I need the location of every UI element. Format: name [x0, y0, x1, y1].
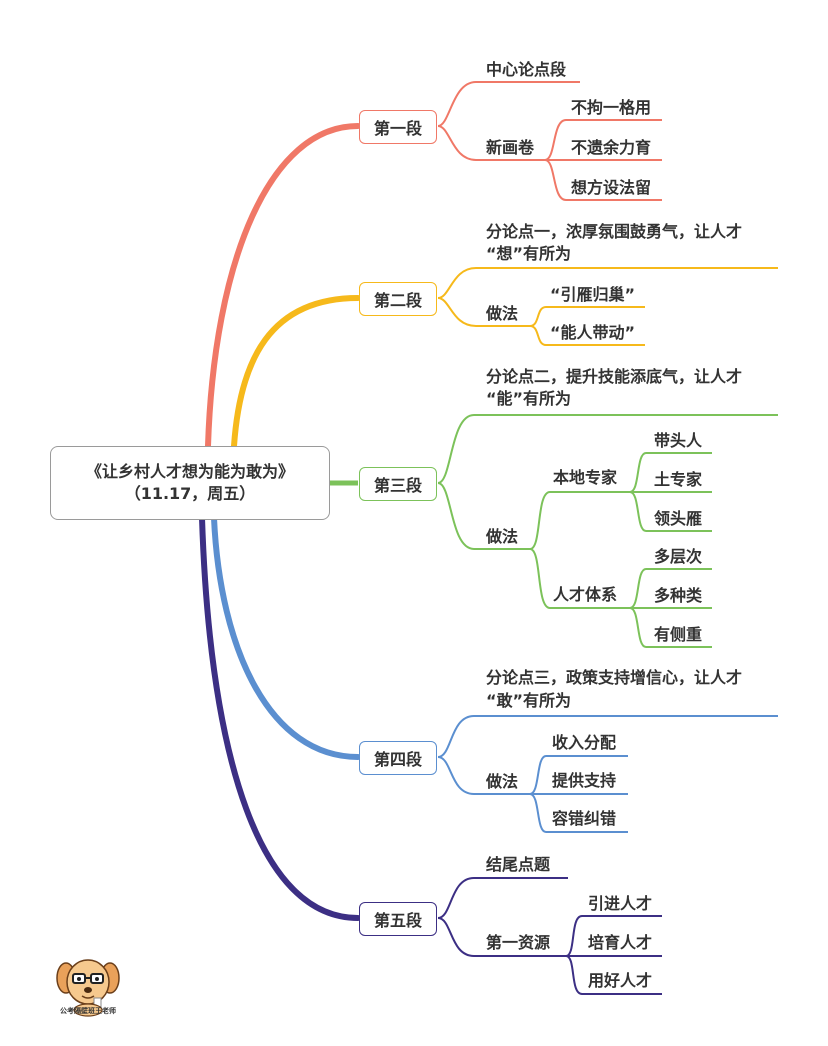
section-4-method[interactable]: 做法: [486, 772, 519, 791]
section-4-item[interactable]: 容错纠错: [552, 809, 617, 828]
section-3-item[interactable]: 有侧重: [654, 625, 703, 644]
section-2-item[interactable]: “能人带动”: [550, 323, 636, 342]
dog-mascot-logo-icon: [56, 959, 120, 1017]
root-subtitle: （11.17，周五）: [124, 484, 256, 503]
section-1-item[interactable]: 不遗余力育: [571, 138, 652, 157]
section-2-node[interactable]: 第二段: [359, 282, 437, 316]
trunk-5: [199, 515, 361, 921]
section-2-claim-line1[interactable]: 分论点一，浓厚氛围鼓勇气，让人才: [486, 222, 743, 241]
trunk-1: [205, 123, 361, 449]
section-2-claim-line2[interactable]: “想”有所为: [486, 244, 572, 263]
section-5-node[interactable]: 第五段: [359, 902, 437, 936]
trunk-2: [231, 295, 361, 449]
section-4-claim-line2[interactable]: “敢”有所为: [486, 691, 572, 710]
root-topic[interactable]: 《让乡村人才想为能为敢为》 （11.17，周五）: [50, 446, 330, 520]
section-3-item[interactable]: 多层次: [654, 547, 703, 566]
section-3-claim-line1[interactable]: 分论点二，提升技能添底气，让人才: [486, 367, 743, 386]
section-1-node[interactable]: 第一段: [359, 110, 437, 144]
section-1-item[interactable]: 想方设法留: [571, 178, 652, 197]
section-1-claim[interactable]: 中心论点段: [486, 60, 567, 79]
section-3-item[interactable]: 多种类: [654, 586, 703, 605]
logo-caption: 公考隔壁班王老师: [60, 1007, 116, 1015]
section-4-claim-line1[interactable]: 分论点三，政策支持增信心，让人才: [486, 668, 743, 687]
section-5-item[interactable]: 引进人才: [588, 894, 653, 913]
section-3-item[interactable]: 土专家: [654, 470, 703, 489]
section-3-item[interactable]: 带头人: [654, 431, 703, 450]
section-3-method[interactable]: 做法: [486, 527, 519, 546]
section-3-claim-line2[interactable]: “能”有所为: [486, 389, 572, 408]
section-3-item[interactable]: 领头雁: [654, 509, 703, 528]
section-2-item[interactable]: “引雁归巢”: [550, 285, 636, 304]
section-4-item[interactable]: 提供支持: [552, 771, 617, 790]
section-3-group-label[interactable]: 人才体系: [553, 585, 618, 604]
section-5-item[interactable]: 培育人才: [588, 933, 653, 952]
section-1-method[interactable]: 新画卷: [486, 138, 535, 157]
section-1-item[interactable]: 不拘一格用: [571, 98, 652, 117]
section-3-group-label[interactable]: 本地专家: [553, 468, 618, 487]
section-3-node[interactable]: 第三段: [359, 467, 437, 501]
root-title: 《让乡村人才想为能为敢为》: [85, 462, 294, 481]
section-5-method[interactable]: 第一资源: [486, 933, 551, 952]
section-5-item[interactable]: 用好人才: [588, 971, 653, 990]
trunk-4: [211, 515, 361, 760]
section-4-item[interactable]: 收入分配: [552, 733, 617, 752]
section-5-claim[interactable]: 结尾点题: [486, 855, 551, 874]
section-4-node[interactable]: 第四段: [359, 741, 437, 775]
section-2-method[interactable]: 做法: [486, 304, 519, 323]
